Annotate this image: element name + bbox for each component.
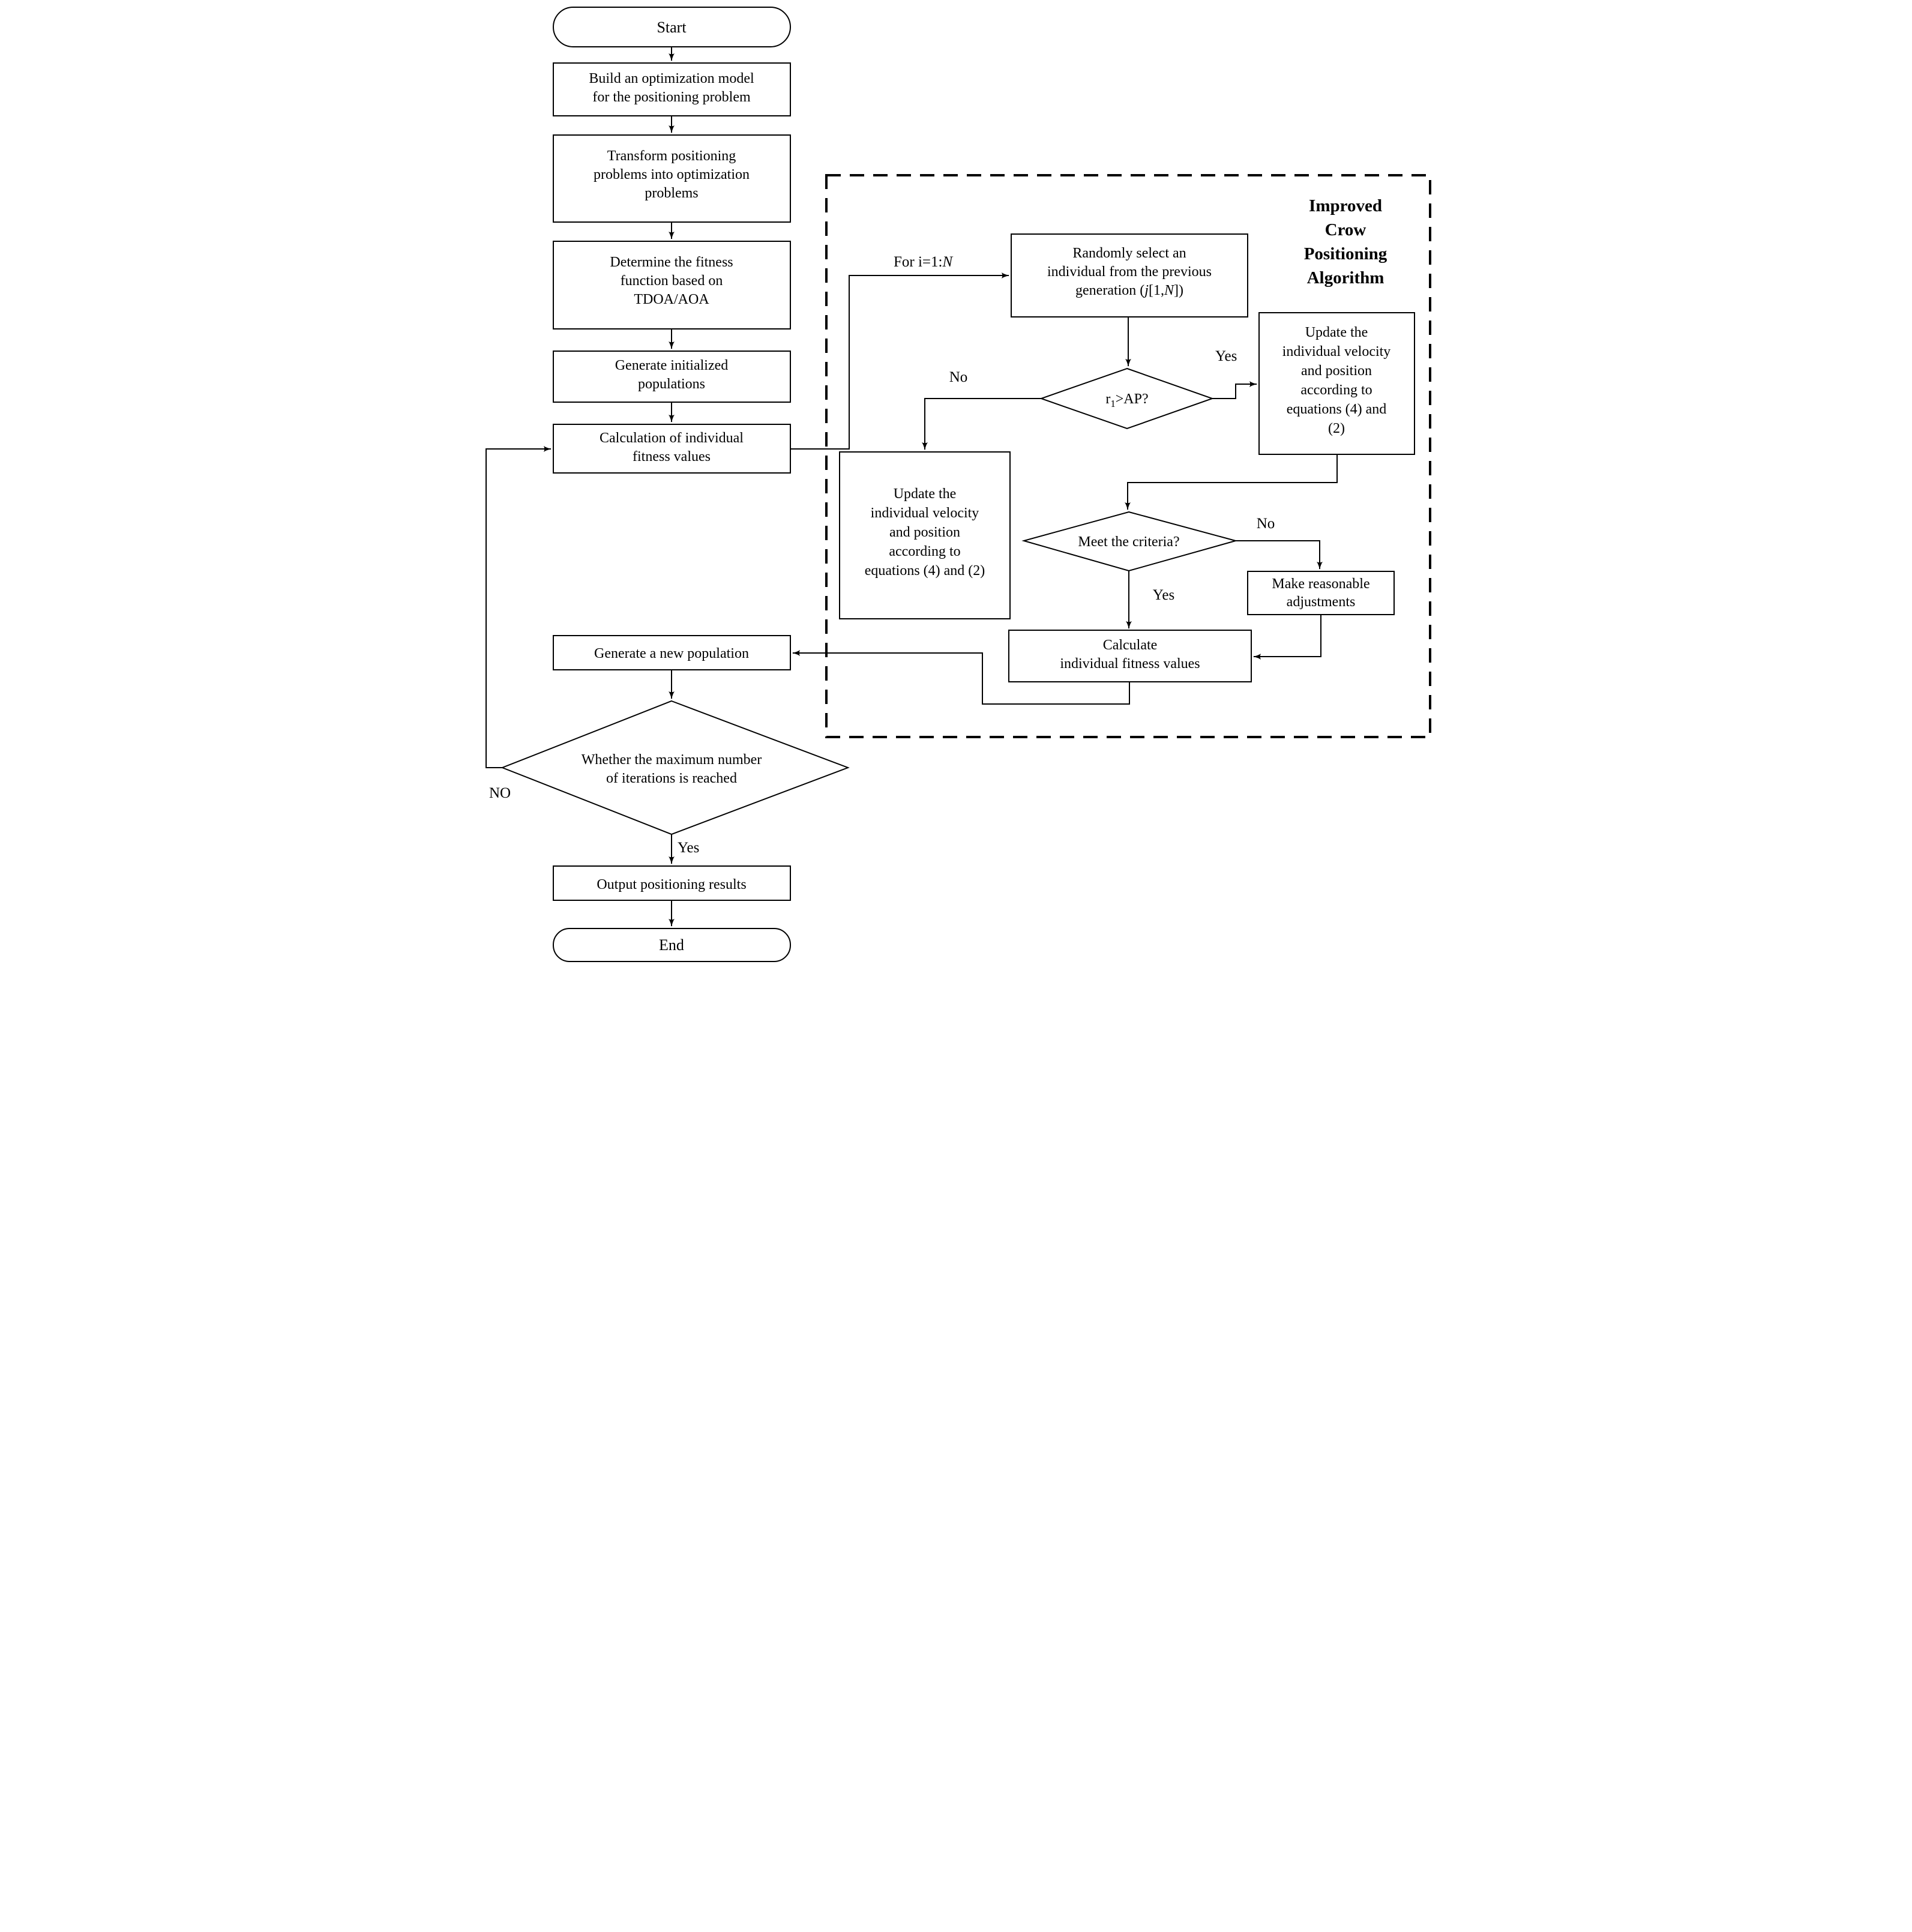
yes-criteria-label: Yes <box>1152 587 1174 603</box>
output-results-label: Output positioning results <box>597 877 746 892</box>
for-loop-label: For i=1:N <box>894 254 953 270</box>
calc-individual-node <box>1008 630 1252 682</box>
edge-calc-randomselect <box>790 272 1009 450</box>
end-label: End <box>659 936 684 954</box>
output-results-node <box>552 865 791 901</box>
edge-updateright-criteria <box>1124 454 1338 510</box>
algorithm-dashed-container <box>825 174 1431 738</box>
edge-r1-yes-updateright <box>1212 381 1257 399</box>
no-iterations-label: NO <box>489 785 511 801</box>
edge-calcindividual-gennewpop <box>792 650 1130 705</box>
r1-ap-diamond <box>1039 367 1214 430</box>
update-right-node <box>1258 312 1415 455</box>
edge-adjustments-calcindividual <box>1252 615 1321 660</box>
meet-criteria-label: Meet the criteria? <box>1078 534 1179 550</box>
build-model-node <box>552 62 791 116</box>
update-left-node <box>838 451 1011 619</box>
transform-node <box>552 134 791 223</box>
end-node <box>552 928 791 962</box>
yes-r1-label: Yes <box>1215 348 1237 364</box>
iterations-diamond <box>500 700 850 835</box>
generate-new-pop-label: Generate a new population <box>594 646 749 661</box>
edge-criteria-no-adjustments <box>1235 540 1323 570</box>
generate-init-node <box>552 351 791 403</box>
make-adjustments-node <box>1246 571 1395 615</box>
meet-criteria-diamond <box>1021 511 1238 572</box>
random-select-node <box>1010 233 1248 317</box>
edge-no-feedback-loop <box>485 446 552 768</box>
r1-ap-diamond-label: r1>AP? <box>1105 391 1148 409</box>
no-r1-label: No <box>949 369 967 385</box>
determine-fitness-node <box>552 241 791 330</box>
calc-fitness-node <box>552 424 791 474</box>
start-node <box>552 7 791 47</box>
random-select-label-line3: generation (j[1,N]) <box>1075 283 1183 298</box>
generate-new-pop-node <box>552 635 791 670</box>
start-label: Start <box>657 19 687 36</box>
edge-r1-no-updateleft <box>921 398 1041 450</box>
no-criteria-label: No <box>1256 516 1275 532</box>
yes-iterations-label: Yes <box>678 840 699 856</box>
